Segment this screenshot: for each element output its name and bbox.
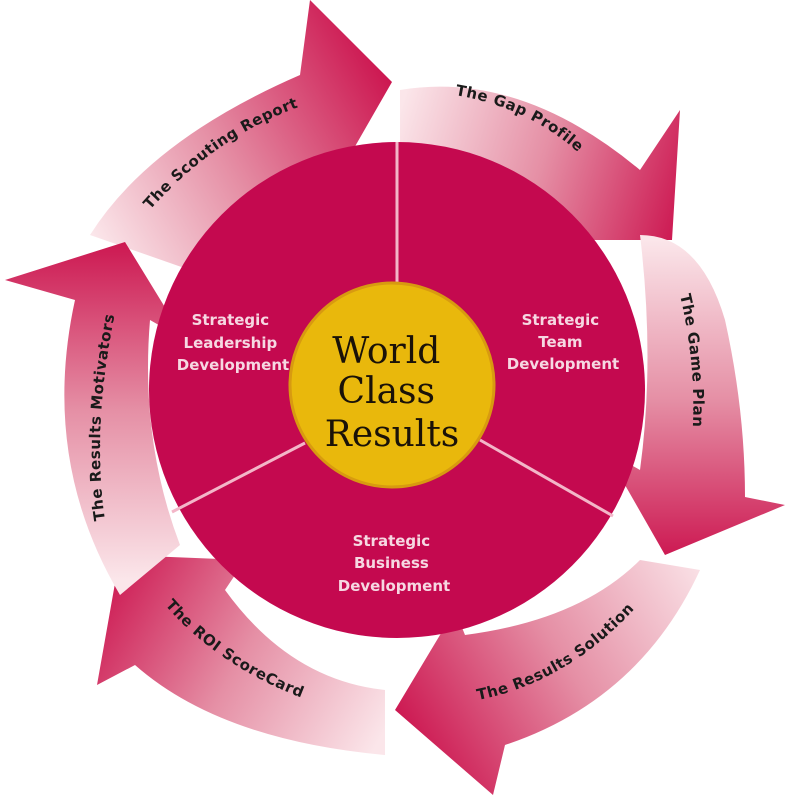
segment-team: Strategic Team Development [507,311,619,373]
arrow-shape [90,0,392,270]
center-hub: World Class Results [288,281,496,489]
arrow-game-plan: The Game Plan [605,235,785,555]
arrow-shape [395,560,700,795]
wheel-divider-left [171,441,306,514]
segment-label: Strategic Team Development [507,311,619,373]
segment-label: Strategic Business Development [338,532,450,595]
arrow-shape [97,555,385,755]
center-title: World Class Results [325,331,460,455]
segment-label: Strategic Leadership Development [177,311,289,374]
arrow-results-motivators: The Results Motivators [5,242,185,595]
arrow-shape [400,86,680,241]
center-circle [288,281,496,489]
segment-business: Strategic Business Development [338,532,450,595]
arrow-shape [5,242,185,595]
wheel-divider-right [479,438,614,518]
segment-leadership: Strategic Leadership Development [177,311,289,374]
arrow-shape [605,235,785,555]
